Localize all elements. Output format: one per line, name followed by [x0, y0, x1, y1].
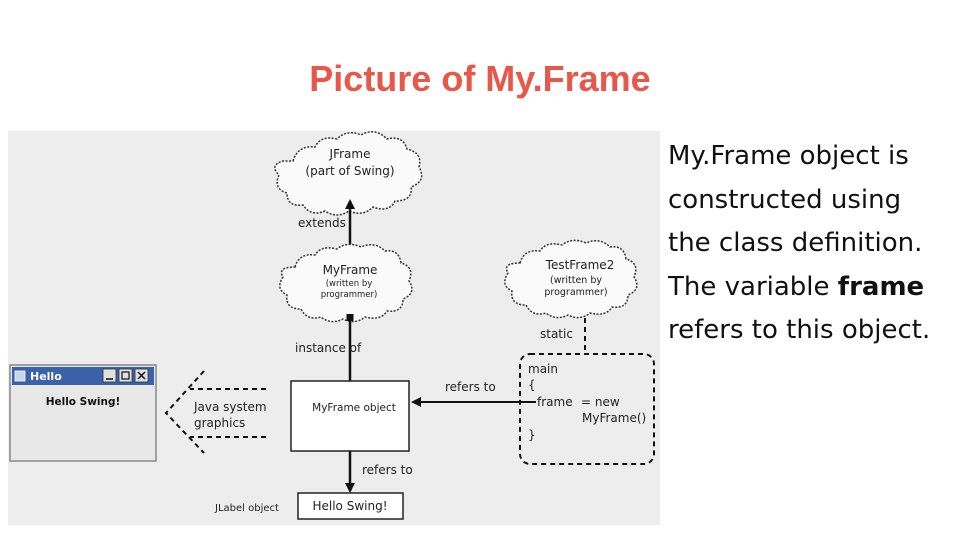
description-line-5: refers to this object. — [668, 315, 931, 345]
jlabel-text: Hello Swing! — [312, 499, 387, 513]
window-title-bar — [12, 367, 154, 385]
myframe-subtitle-2: programmer) — [321, 290, 378, 300]
myframe-object-box — [290, 380, 410, 452]
static-label: static — [540, 327, 573, 341]
variable-name: frame — [837, 271, 925, 302]
window-content-label: Hello Swing! — [46, 396, 121, 408]
java-graphics-connectors — [164, 370, 266, 454]
main-method-box — [519, 353, 655, 465]
window-title: Hello — [30, 370, 62, 383]
main-line-3b: = new — [581, 395, 620, 409]
description-line-3: the class definition. — [668, 228, 923, 258]
main-line-4: MyFrame() — [582, 411, 646, 425]
myframe-cloud: MyFrame (written by programmer) — [279, 243, 413, 323]
testframe2-title: TestFrame2 — [545, 258, 615, 272]
description-text: My.Frame object is constructed using the… — [668, 135, 960, 353]
description-line-2: constructed using — [668, 184, 902, 215]
refers-to-label-left: refers to — [445, 380, 496, 394]
hello-window: Hello Hello Swing! — [9, 364, 157, 462]
jframe-subtitle: (part of Swing) — [305, 164, 394, 178]
myframe-diagram: JFrame (part of Swing) extends MyFrame (… — [8, 131, 660, 525]
minimize-icon[interactable] — [102, 368, 117, 383]
jframe-title: JFrame — [329, 147, 371, 161]
instance-of-endpoint — [346, 314, 354, 321]
myframe-title: MyFrame — [323, 263, 378, 277]
main-line-1: main — [528, 362, 558, 376]
java-cup-icon — [14, 370, 26, 382]
slide-title: Picture of My.Frame — [309, 58, 651, 99]
close-icon[interactable] — [134, 368, 149, 383]
maximize-icon[interactable] — [118, 368, 133, 383]
description-line-4: The variable frame — [668, 266, 960, 310]
description-line-4-prefix: The variable — [668, 271, 838, 302]
myframe-object-label: MyFrame object — [312, 402, 396, 414]
jlabel-object-label: JLabel object — [214, 503, 279, 514]
myframe-subtitle-1: (written by — [326, 279, 373, 289]
description-line-1: My.Frame object is — [668, 141, 909, 171]
testframe2-cloud: TestFrame2 (written by programmer) — [504, 239, 638, 319]
main-line-2: { — [528, 378, 536, 392]
testframe2-subtitle-1: (written by — [550, 275, 602, 286]
java-graphics-line-1: Java system — [193, 400, 267, 414]
extends-label: extends — [298, 216, 346, 230]
testframe2-subtitle-2: programmer) — [544, 287, 607, 298]
main-line-5: } — [528, 428, 536, 442]
instance-of-label: instance of — [295, 341, 362, 355]
jlabel-box — [297, 492, 404, 520]
main-line-3: frame — [537, 395, 573, 409]
refers-to-label-down: refers to — [362, 463, 413, 477]
java-graphics-line-2: graphics — [194, 416, 245, 430]
jframe-cloud: JFrame (part of Swing) — [274, 131, 423, 216]
